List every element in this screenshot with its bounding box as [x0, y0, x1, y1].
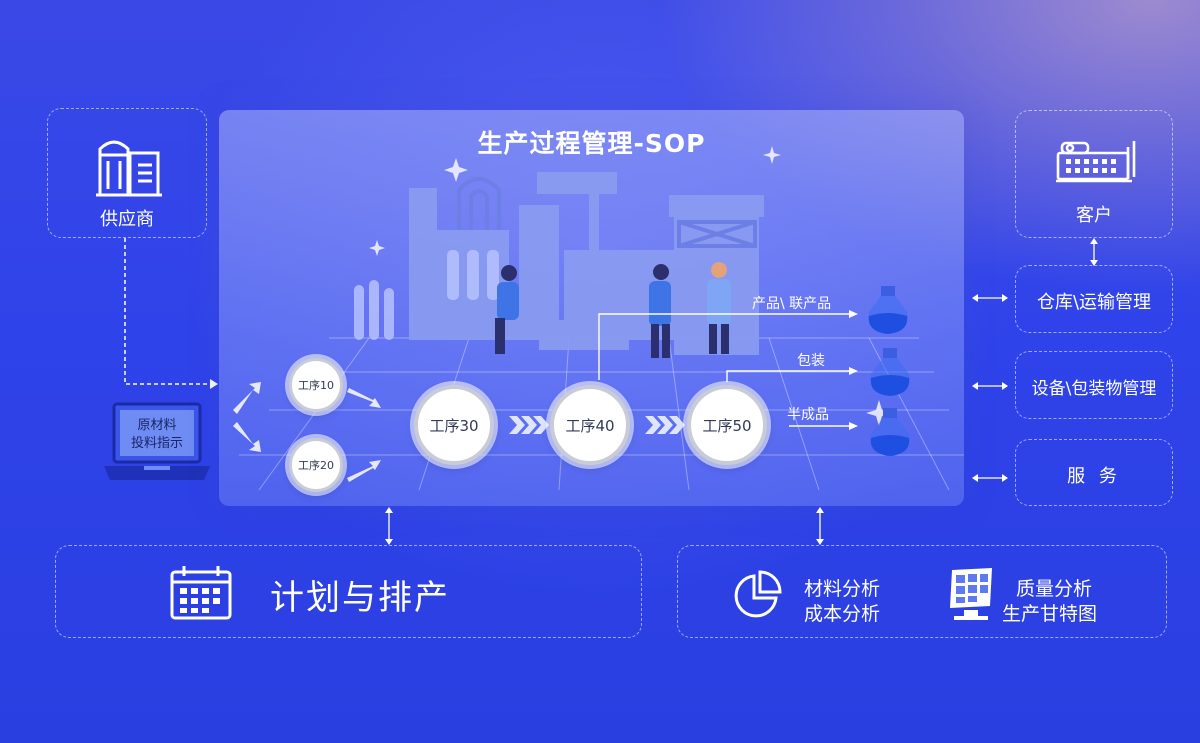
- plan-connector: [385, 507, 393, 545]
- customer-label: 客户: [1076, 205, 1112, 226]
- materials-line1: 原材料: [137, 418, 177, 433]
- pie-chart-icon: [734, 570, 782, 618]
- analysis-connector: [816, 507, 824, 545]
- right-connectors: [972, 294, 1008, 482]
- machine-icon: [1056, 141, 1136, 183]
- process-30[interactable]: 工序30: [414, 385, 494, 465]
- flask-icon-packaging: [870, 348, 910, 396]
- analysis1-line1: 材料分析: [804, 578, 881, 600]
- customer-box[interactable]: 客户: [1015, 110, 1173, 238]
- page-title: 生产过程管理-SOP: [477, 129, 706, 158]
- equipment-label: 设备\包装物管理: [1031, 379, 1157, 399]
- equipment-box[interactable]: 设备\包装物管理: [1015, 351, 1173, 419]
- process-20[interactable]: 工序20: [289, 438, 343, 492]
- plan-box[interactable]: 计划与排产: [55, 545, 642, 638]
- flask-icon-products: [868, 286, 908, 334]
- warehouse-label: 仓库\运输管理: [1036, 292, 1152, 313]
- output-semi-label: 半成品: [787, 407, 829, 423]
- output-products-label: 产品\ 联产品: [752, 296, 832, 312]
- supplier-connector: [124, 238, 218, 389]
- laptop-icon: [104, 402, 210, 480]
- production-panel: 生产过程管理-SOP: [219, 110, 964, 506]
- output-packaging-label: 包装: [797, 353, 825, 369]
- supplier-label: 供应商: [100, 209, 154, 230]
- analysis2-line1: 质量分析: [1016, 578, 1093, 600]
- process-50[interactable]: 工序50: [687, 385, 767, 465]
- flask-icon-semi: [870, 408, 910, 456]
- process-40[interactable]: 工序40: [550, 385, 630, 465]
- warehouse-box[interactable]: 仓库\运输管理: [1015, 265, 1173, 333]
- analysis2-line2: 生产甘特图: [1002, 603, 1098, 625]
- factory-building-icon: [96, 140, 162, 197]
- factory-illustration: [239, 146, 964, 491]
- supplier-box[interactable]: 供应商: [47, 108, 207, 238]
- materials-line2: 投料指示: [130, 436, 183, 451]
- plan-label: 计划与排产: [270, 578, 450, 618]
- service-box[interactable]: 服 务: [1015, 439, 1173, 506]
- service-label: 服 务: [1067, 466, 1121, 487]
- process-10[interactable]: 工序10: [289, 358, 343, 412]
- input-arrows: [233, 310, 858, 482]
- calendar-icon: [170, 566, 232, 620]
- gantt-monitor-icon: [950, 568, 992, 620]
- analysis1-line2: 成本分析: [804, 603, 881, 625]
- analysis-box[interactable]: 材料分析 成本分析 质量分析 生产甘特图: [677, 545, 1167, 638]
- customer-warehouse-connector: [1090, 238, 1098, 266]
